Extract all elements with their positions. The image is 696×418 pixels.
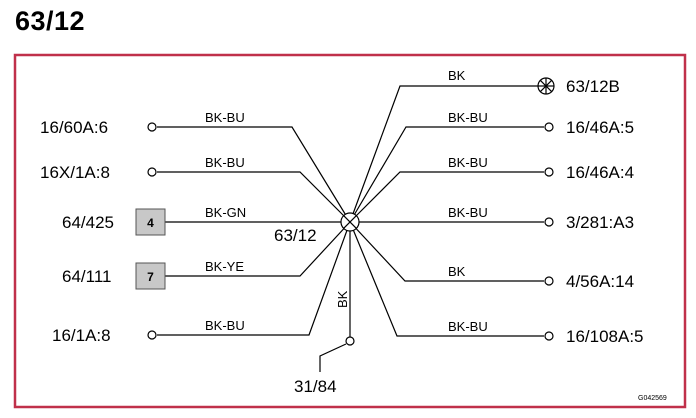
left-branch-5: BK-BU 16/1A:8 xyxy=(52,221,351,345)
left-branch-4: 7 BK-YE 64/111 xyxy=(62,221,351,290)
right-label-1: 16/46A:5 xyxy=(566,118,634,137)
terminal-icon xyxy=(544,122,554,132)
connector-pin: 7 xyxy=(147,270,154,284)
connector-box-icon xyxy=(135,208,166,236)
right-wire-5 xyxy=(349,221,544,337)
right-branch-2: BK-BU 16/46A:4 xyxy=(349,155,634,223)
right-label-5: 16/108A:5 xyxy=(566,327,644,346)
terminal-icon xyxy=(147,330,157,340)
left-wire-color-4: BK-YE xyxy=(205,259,244,274)
lamp-wire xyxy=(349,85,539,223)
left-label-4: 64/111 xyxy=(62,267,111,286)
right-branch-5: BK-BU 16/108A:5 xyxy=(349,221,644,346)
ground-icon xyxy=(319,343,347,372)
right-wire-color-4: BK xyxy=(448,264,466,279)
left-label-5: 16/1A:8 xyxy=(52,326,111,345)
right-wire-2 xyxy=(349,171,544,223)
left-wire-2 xyxy=(157,171,351,223)
left-branch-2: BK-BU 16X/1A:8 xyxy=(40,155,351,223)
right-branch-4: BK 4/56A:14 xyxy=(349,221,634,291)
right-wire-4 xyxy=(349,221,544,282)
terminal-icon xyxy=(147,167,157,177)
lamp-icon xyxy=(537,77,555,95)
right-label-2: 16/46A:4 xyxy=(566,163,634,182)
center-label: 63/12 xyxy=(274,226,317,245)
terminal-icon xyxy=(544,276,554,286)
right-wire-color-1: BK-BU xyxy=(448,110,488,125)
lamp-wire-color: BK xyxy=(448,68,466,83)
terminal-icon xyxy=(147,122,157,132)
lamp-branch: BK 63/12B xyxy=(349,68,620,223)
right-wire-color-2: BK-BU xyxy=(448,155,488,170)
right-branch-3: BK-BU 3/281:A3 xyxy=(350,205,634,232)
right-wire-color-3: BK-BU xyxy=(448,205,488,220)
right-label-3: 3/281:A3 xyxy=(566,213,634,232)
left-wire-color-3: BK-GN xyxy=(205,205,246,220)
left-wire-5 xyxy=(157,221,351,336)
ground-label: 31/84 xyxy=(294,377,337,396)
left-wire-4 xyxy=(165,221,351,277)
diagram-frame xyxy=(13,53,687,409)
lamp-label: 63/12B xyxy=(566,77,620,96)
right-branch-1: BK-BU 16/46A:5 xyxy=(349,110,634,223)
left-branch-3: 4 BK-GN 64/425 xyxy=(62,205,350,236)
left-wire-color-5: BK-BU xyxy=(205,318,245,333)
left-wire-color-1: BK-BU xyxy=(205,110,245,125)
figure-code: G042569 xyxy=(638,395,667,402)
right-wire-color-5: BK-BU xyxy=(448,319,488,334)
terminal-icon xyxy=(544,167,554,177)
left-label-2: 16X/1A:8 xyxy=(40,163,110,182)
connector-pin: 4 xyxy=(147,216,154,230)
right-label-4: 4/56A:14 xyxy=(566,272,634,291)
left-branch-1: BK-BU 16/60A:6 xyxy=(40,110,351,223)
ground-wire-color: BK xyxy=(335,290,350,308)
connector-box-icon xyxy=(135,262,166,290)
page-title: 63/12 xyxy=(15,6,86,36)
terminal-icon xyxy=(544,331,554,341)
terminal-icon xyxy=(345,336,355,346)
left-wire-1 xyxy=(157,126,351,223)
left-label-3: 64/425 xyxy=(62,213,114,232)
left-label-1: 16/60A:6 xyxy=(40,118,108,137)
right-wire-1 xyxy=(349,126,544,223)
left-wire-color-2: BK-BU xyxy=(205,155,245,170)
splice-icon xyxy=(340,212,360,232)
ground-branch: BK 31/84 xyxy=(294,222,355,396)
terminal-icon xyxy=(544,217,554,227)
